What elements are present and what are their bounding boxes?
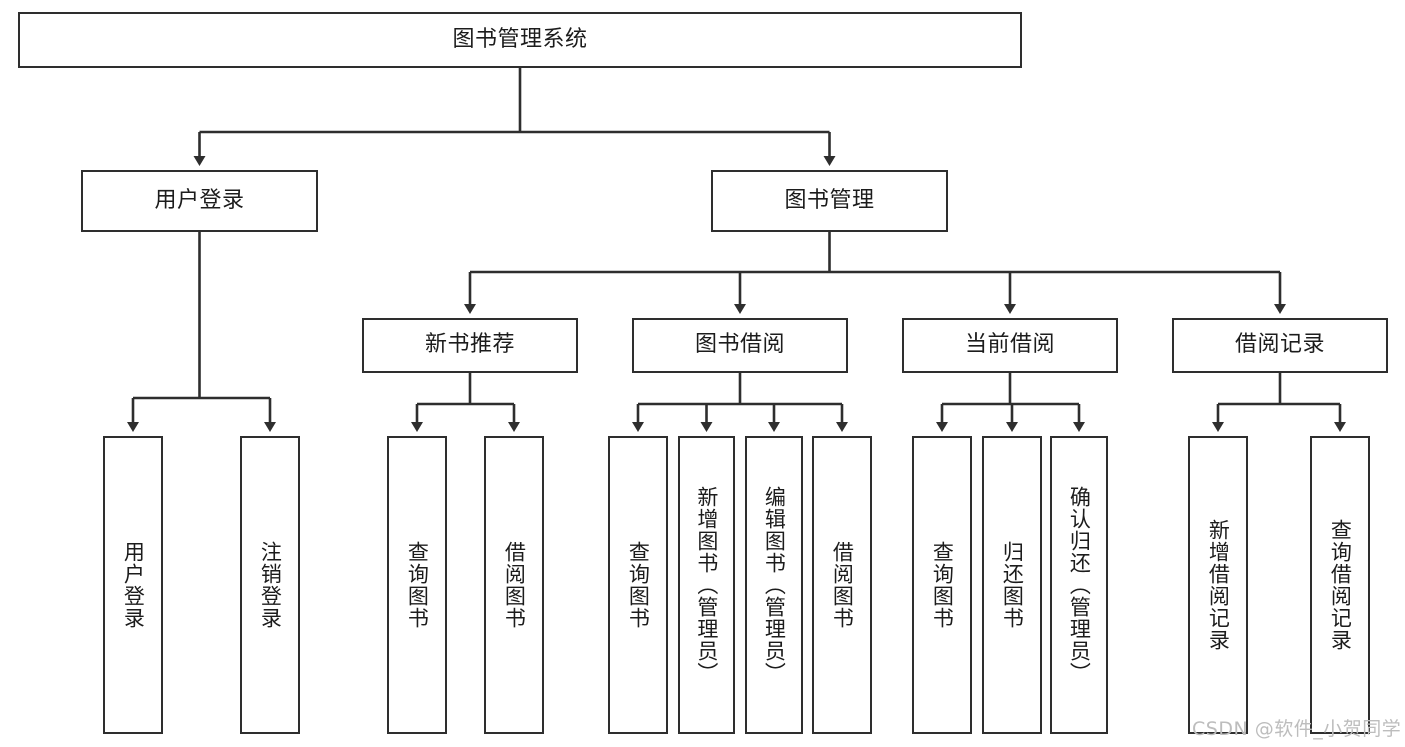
leaf-label: 借阅图书 bbox=[830, 541, 855, 629]
level3-box-1[interactable]: 图书借阅 bbox=[632, 318, 848, 373]
level3-label: 当前借阅 bbox=[964, 332, 1055, 358]
leaf-label: 新增图书（管理员） bbox=[694, 486, 719, 684]
level3-label: 图书借阅 bbox=[694, 332, 785, 358]
root-box-0[interactable]: 图书管理系统 bbox=[18, 12, 1022, 68]
leaf-label: 编辑图书（管理员） bbox=[762, 486, 787, 684]
leaf-box-10[interactable]: 确认归还（管理员） bbox=[1050, 436, 1108, 734]
level2-box-1[interactable]: 图书管理 bbox=[711, 170, 948, 232]
leaf-box-5[interactable]: 新增图书（管理员） bbox=[678, 436, 735, 734]
leaf-box-7[interactable]: 借阅图书 bbox=[812, 436, 872, 734]
leaf-box-3[interactable]: 借阅图书 bbox=[484, 436, 544, 734]
leaf-label: 查询图书 bbox=[626, 541, 651, 629]
leaf-label: 用户登录 bbox=[121, 541, 146, 629]
level2-box-0[interactable]: 用户登录 bbox=[81, 170, 318, 232]
leaf-box-4[interactable]: 查询图书 bbox=[608, 436, 668, 734]
csdn-watermark: CSDN @软件_小贺同学 bbox=[1192, 718, 1402, 740]
leaf-label: 归还图书 bbox=[1000, 541, 1025, 629]
leaf-label: 新增借阅记录 bbox=[1206, 519, 1231, 651]
root-label: 图书管理系统 bbox=[452, 26, 588, 52]
leaf-label: 注销登录 bbox=[258, 541, 283, 629]
level2-label: 用户登录 bbox=[154, 187, 245, 213]
leaf-box-2[interactable]: 查询图书 bbox=[387, 436, 447, 734]
leaf-box-6[interactable]: 编辑图书（管理员） bbox=[745, 436, 803, 734]
leaf-box-12[interactable]: 查询借阅记录 bbox=[1310, 436, 1370, 734]
leaf-box-1[interactable]: 注销登录 bbox=[240, 436, 300, 734]
leaf-box-9[interactable]: 归还图书 bbox=[982, 436, 1042, 734]
leaf-label: 查询图书 bbox=[930, 541, 955, 629]
leaf-box-11[interactable]: 新增借阅记录 bbox=[1188, 436, 1248, 734]
level3-label: 借阅记录 bbox=[1234, 332, 1325, 358]
leaf-label: 借阅图书 bbox=[502, 541, 527, 629]
leaf-label: 确认归还（管理员） bbox=[1067, 486, 1092, 684]
leaf-label: 查询图书 bbox=[405, 541, 430, 629]
level2-label: 图书管理 bbox=[784, 187, 875, 213]
leaf-label: 查询借阅记录 bbox=[1328, 519, 1353, 651]
level3-box-2[interactable]: 当前借阅 bbox=[902, 318, 1118, 373]
level3-box-3[interactable]: 借阅记录 bbox=[1172, 318, 1388, 373]
level3-label: 新书推荐 bbox=[424, 332, 515, 358]
leaf-box-0[interactable]: 用户登录 bbox=[103, 436, 163, 734]
leaf-box-8[interactable]: 查询图书 bbox=[912, 436, 972, 734]
level3-box-0[interactable]: 新书推荐 bbox=[362, 318, 578, 373]
